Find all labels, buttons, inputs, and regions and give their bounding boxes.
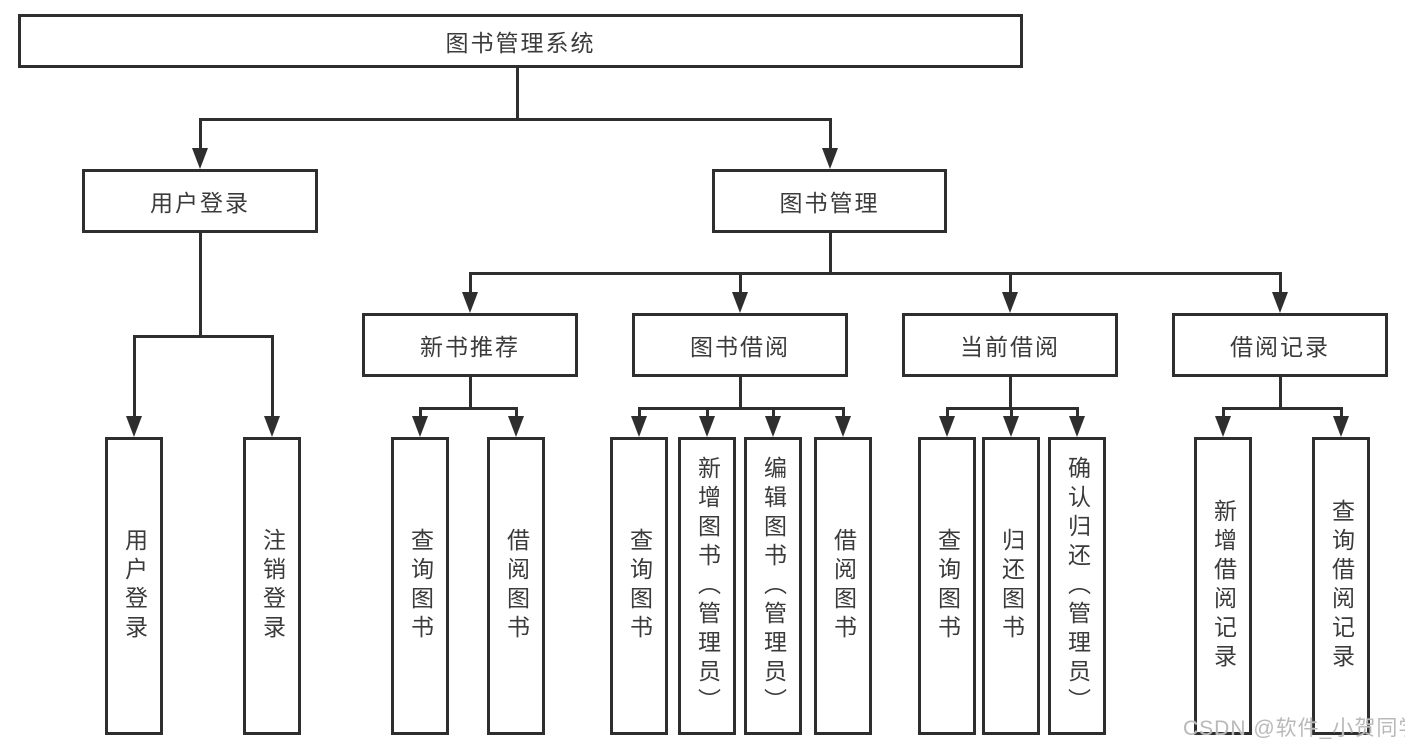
node-query-borrow-record-label: 查询借阅记录 [1328, 499, 1355, 673]
node-edit-books-admin-label: 编辑图书（管理员） [760, 455, 787, 717]
node-borrow-books-recommend-label: 借阅图书 [503, 528, 530, 644]
node-return-books-label: 归还图书 [998, 528, 1025, 644]
arrowhead-down-icon [765, 416, 781, 437]
node-query-books-recommend: 查询图书 [391, 437, 449, 735]
node-add-books-admin-label: 新增图书（管理员） [694, 455, 721, 717]
node-query-books-borrowing: 查询图书 [610, 437, 668, 735]
arrowhead-down-icon [1215, 416, 1231, 437]
node-library-management-system-label: 图书管理系统 [445, 30, 596, 56]
arrowhead-down-icon [631, 416, 647, 437]
connector-line-h [133, 335, 274, 338]
node-logout-leaf-label: 注销登录 [259, 528, 286, 644]
connector-line-v [469, 377, 472, 410]
node-user-login: 用户登录 [82, 169, 318, 233]
connector-line-v [1279, 377, 1282, 410]
arrowhead-down-icon [939, 416, 955, 437]
connector-line-h [469, 272, 1282, 275]
connector-line-h [199, 118, 832, 121]
node-borrow-books-recommend: 借阅图书 [487, 437, 545, 735]
node-user-login-label: 用户登录 [150, 190, 250, 216]
connector-line-v [1009, 377, 1012, 410]
node-book-management-label: 图书管理 [779, 190, 880, 216]
node-book-borrowing: 图书借阅 [632, 313, 848, 377]
connector-line-v [469, 272, 472, 294]
connector-line-h [1222, 407, 1343, 410]
node-book-management: 图书管理 [712, 169, 947, 233]
connector-line-v [842, 407, 845, 417]
node-add-borrow-record: 新增借阅记录 [1194, 437, 1252, 735]
node-query-books-current: 查询图书 [918, 437, 976, 735]
arrowhead-down-icon [1003, 416, 1019, 437]
node-confirm-return-admin: 确认归还（管理员） [1048, 437, 1106, 735]
node-confirm-return-admin-label: 确认归还（管理员） [1064, 455, 1091, 717]
node-new-book-recommendation: 新书推荐 [362, 313, 578, 377]
arrowhead-down-icon [732, 292, 748, 313]
node-current-borrowing-label: 当前借阅 [960, 334, 1060, 360]
node-book-borrowing-label: 图书借阅 [690, 334, 790, 360]
connector-line-v [271, 335, 274, 417]
arrowhead-down-icon [264, 416, 280, 437]
arrowhead-down-icon [412, 416, 428, 437]
arrowhead-down-icon [462, 292, 478, 313]
connector-line-v [1222, 407, 1225, 417]
connector-line-v [199, 118, 202, 149]
connector-line-v [515, 407, 518, 417]
node-user-login-leaf: 用户登录 [105, 437, 163, 735]
arrowhead-down-icon [1002, 292, 1018, 313]
node-current-borrowing: 当前借阅 [902, 313, 1118, 377]
connector-line-h [638, 407, 845, 410]
node-edit-books-admin: 编辑图书（管理员） [744, 437, 802, 735]
arrowhead-down-icon [1069, 416, 1085, 437]
connector-line-v [638, 407, 641, 417]
node-add-borrow-record-label: 新增借阅记录 [1210, 499, 1237, 673]
node-return-books: 归还图书 [982, 437, 1040, 735]
node-logout-leaf: 注销登录 [243, 437, 301, 735]
arrowhead-down-icon [126, 416, 142, 437]
node-query-books-borrowing-label: 查询图书 [626, 528, 653, 644]
connector-line-v [516, 68, 519, 121]
connector-line-v [739, 377, 742, 410]
connector-line-v [199, 233, 202, 337]
connector-line-v [829, 233, 832, 275]
connector-line-v [829, 118, 832, 149]
arrowhead-down-icon [699, 416, 715, 437]
arrowhead-down-icon [192, 148, 208, 169]
node-borrowing-records-label: 借阅记录 [1230, 334, 1330, 360]
arrowhead-down-icon [835, 416, 851, 437]
node-new-book-recommendation-label: 新书推荐 [420, 334, 520, 360]
connector-line-v [739, 272, 742, 294]
connector-line-v [1279, 272, 1282, 294]
node-user-login-leaf-label: 用户登录 [121, 528, 148, 644]
node-library-management-system: 图书管理系统 [18, 14, 1023, 68]
connector-line-v [772, 407, 775, 417]
node-borrowing-records: 借阅记录 [1172, 313, 1388, 377]
arrowhead-down-icon [1272, 292, 1288, 313]
node-query-borrow-record: 查询借阅记录 [1312, 437, 1370, 735]
connector-line-v [1340, 407, 1343, 417]
arrowhead-down-icon [822, 148, 838, 169]
connector-line-v [419, 407, 422, 417]
csdn-watermark: CSDN @软件_小贺同学 [1183, 717, 1405, 740]
node-query-books-current-label: 查询图书 [934, 528, 961, 644]
connector-line-v [1010, 407, 1013, 417]
connector-line-v [706, 407, 709, 417]
connector-line-v [946, 407, 949, 417]
node-borrow-books-leaf: 借阅图书 [814, 437, 872, 735]
node-add-books-admin: 新增图书（管理员） [678, 437, 736, 735]
node-borrow-books-leaf-label: 借阅图书 [830, 528, 857, 644]
connector-line-h [419, 407, 518, 410]
node-query-books-recommend-label: 查询图书 [407, 528, 434, 644]
arrowhead-down-icon [1333, 416, 1349, 437]
connector-line-v [1009, 272, 1012, 294]
connector-line-v [133, 335, 136, 417]
arrowhead-down-icon [508, 416, 524, 437]
connector-line-v [1076, 407, 1079, 417]
